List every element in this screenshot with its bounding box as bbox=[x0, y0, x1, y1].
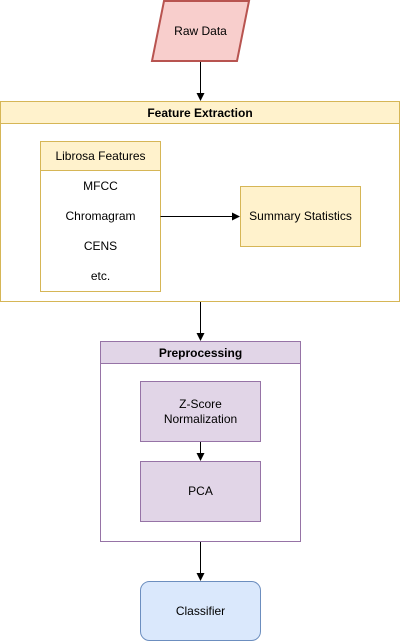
librosa-item-cens: CENS bbox=[83, 239, 118, 253]
zscore-shape[interactable] bbox=[140, 381, 261, 442]
librosa-features-title: Librosa Features bbox=[55, 148, 146, 163]
feature-extraction-header-bg bbox=[0, 101, 400, 124]
pca-shape[interactable] bbox=[140, 461, 261, 522]
pca-label: PCA bbox=[188, 484, 213, 498]
preprocessing-title: Preprocessing bbox=[158, 345, 243, 360]
raw-data-shape[interactable] bbox=[150, 0, 251, 62]
summary-statistics-shape[interactable] bbox=[240, 186, 361, 247]
raw-data-label: Raw Data bbox=[174, 23, 227, 38]
classifier-shape[interactable] bbox=[140, 581, 261, 641]
zscore-label: Z-Score Normalization bbox=[163, 396, 238, 426]
feature-extraction-title: Feature Extraction bbox=[147, 105, 253, 120]
librosa-item-etc: etc. bbox=[90, 269, 111, 283]
librosa-item-chromagram: Chromagram bbox=[65, 209, 136, 223]
preprocessing-header-bg bbox=[100, 341, 301, 364]
classifier-label: Classifier bbox=[175, 603, 226, 618]
librosa-item-mfcc: MFCC bbox=[83, 179, 118, 193]
librosa-features-header-bg bbox=[40, 141, 161, 171]
summary-statistics-label: Summary Statistics bbox=[249, 209, 352, 223]
